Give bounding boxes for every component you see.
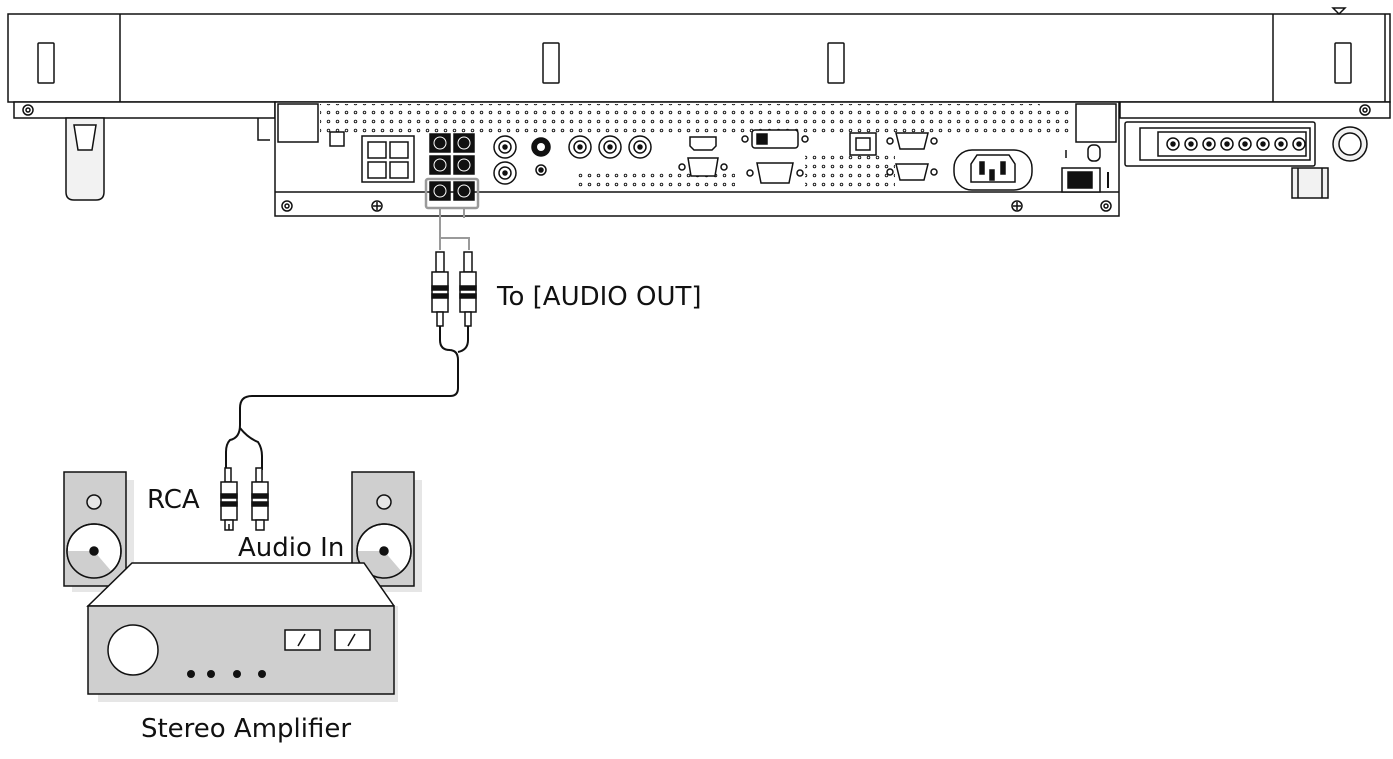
rca-plug-pair-icon <box>431 251 477 327</box>
audio-cable <box>225 326 469 470</box>
rca-plug-pair-lower-icon <box>220 467 269 531</box>
monitor-rear-panel-icon <box>7 7 1391 217</box>
audio-out-bracket <box>439 208 470 250</box>
rca-label: RCA <box>147 485 200 515</box>
audio-out-highlight <box>424 177 480 210</box>
stereo-amplifier-label: Stereo Amplifier <box>141 714 351 744</box>
stereo-amplifier-icon <box>86 562 398 702</box>
audio-in-label: Audio In <box>238 533 344 563</box>
audio-out-label: To [AUDIO OUT] <box>496 282 702 312</box>
